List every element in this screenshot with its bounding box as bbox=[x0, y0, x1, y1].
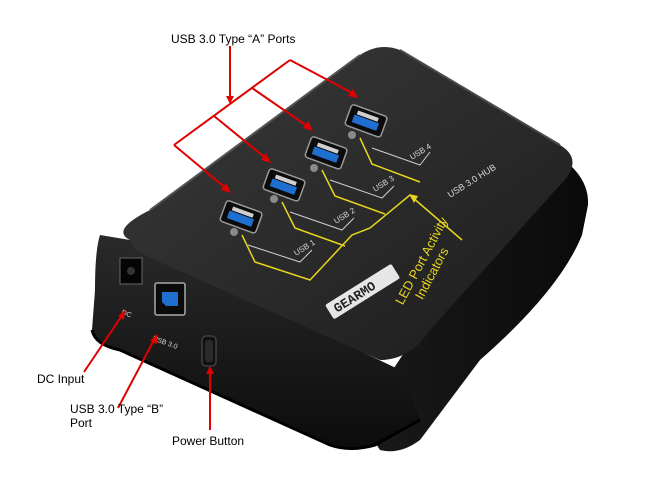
usb-a-ports-callout: USB 3.0 Type “A” Ports bbox=[171, 32, 296, 46]
power-button-callout: Power Button bbox=[172, 434, 245, 448]
usb-port-3 bbox=[304, 136, 348, 170]
usb-port-2 bbox=[262, 168, 306, 202]
led-4 bbox=[348, 131, 356, 139]
led-indicators bbox=[230, 131, 356, 236]
usb-a-callout-lines bbox=[173, 46, 357, 191]
dc-input-jack bbox=[119, 257, 143, 285]
usb-a-ports bbox=[219, 104, 388, 234]
side-callout-arrows bbox=[118, 310, 214, 374]
dc-port-label: DC bbox=[120, 309, 132, 319]
led-3 bbox=[310, 164, 318, 172]
led-callout-lines bbox=[241, 137, 463, 281]
usb-port-4 bbox=[344, 104, 388, 138]
power-button-switch bbox=[201, 335, 217, 367]
usb-b-port-callout: USB 3.0 Type “B” Port bbox=[70, 402, 164, 430]
dc-input-callout: DC Input bbox=[37, 372, 85, 386]
led-2 bbox=[270, 195, 278, 203]
usb-hub-device bbox=[90, 46, 589, 452]
side-callout-lines bbox=[83, 313, 211, 430]
usb-a-callout-arrows bbox=[221, 89, 358, 193]
port-bracket-lines bbox=[247, 147, 431, 263]
led-1 bbox=[230, 228, 238, 236]
usb-b-port bbox=[154, 282, 186, 316]
usb-port-1 bbox=[219, 200, 263, 234]
